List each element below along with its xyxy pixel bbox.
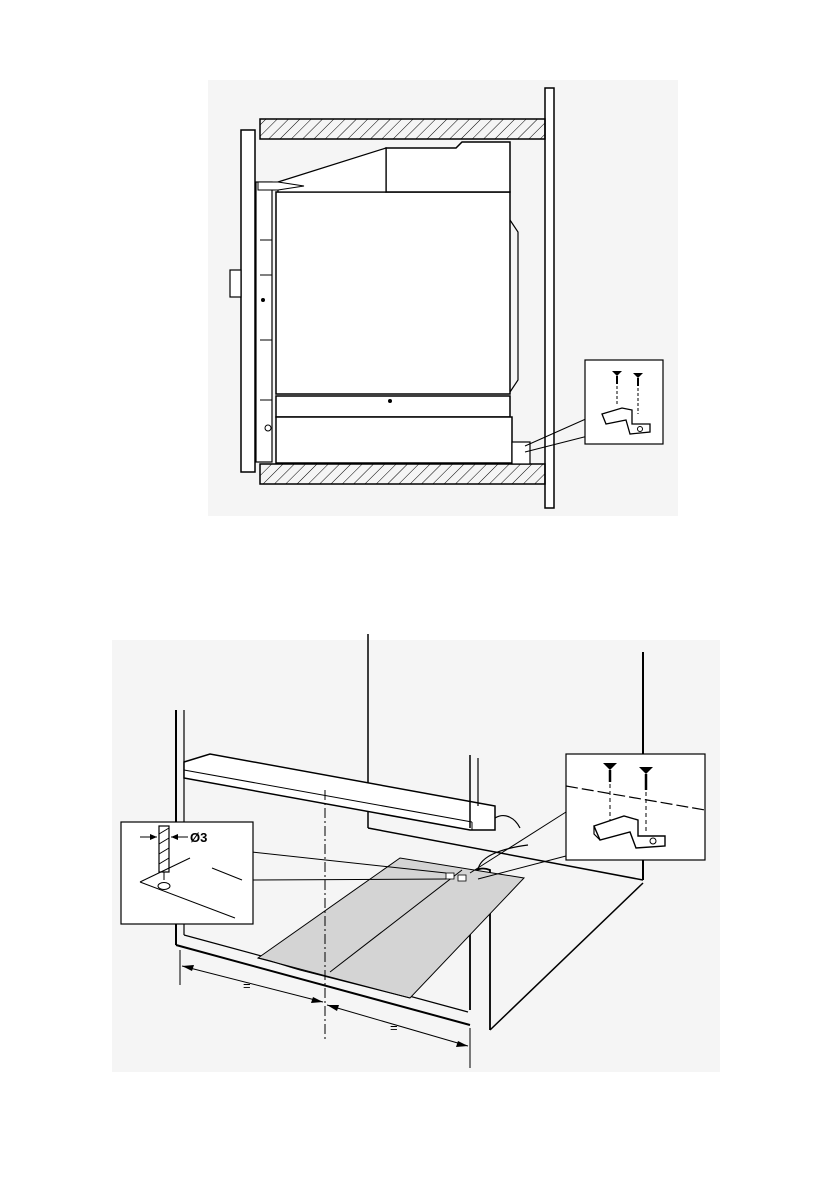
drill-mark — [458, 875, 466, 881]
drill-diameter-label: Ø3 — [190, 830, 207, 845]
spacing-label-right: = — [390, 1020, 398, 1035]
bracket-screw-detail-inset — [585, 360, 663, 444]
door-frame — [256, 182, 272, 462]
appliance-base — [276, 417, 512, 463]
upper-cabinet-shelf — [260, 119, 545, 139]
drill-hole-detail-inset: Ø3 — [121, 822, 253, 924]
appliance-door — [241, 130, 255, 472]
door-handle — [230, 270, 241, 297]
lower-cabinet-shelf — [260, 464, 545, 484]
bracket-screw-detail-inset — [566, 754, 705, 860]
cabinet-perspective-view: = = Ø3 — [112, 634, 720, 1072]
spacing-label-left: = — [243, 978, 251, 993]
drill-mark — [446, 873, 454, 879]
appliance-body — [276, 192, 510, 394]
side-section-view — [208, 80, 678, 516]
drill-hole — [158, 883, 170, 890]
